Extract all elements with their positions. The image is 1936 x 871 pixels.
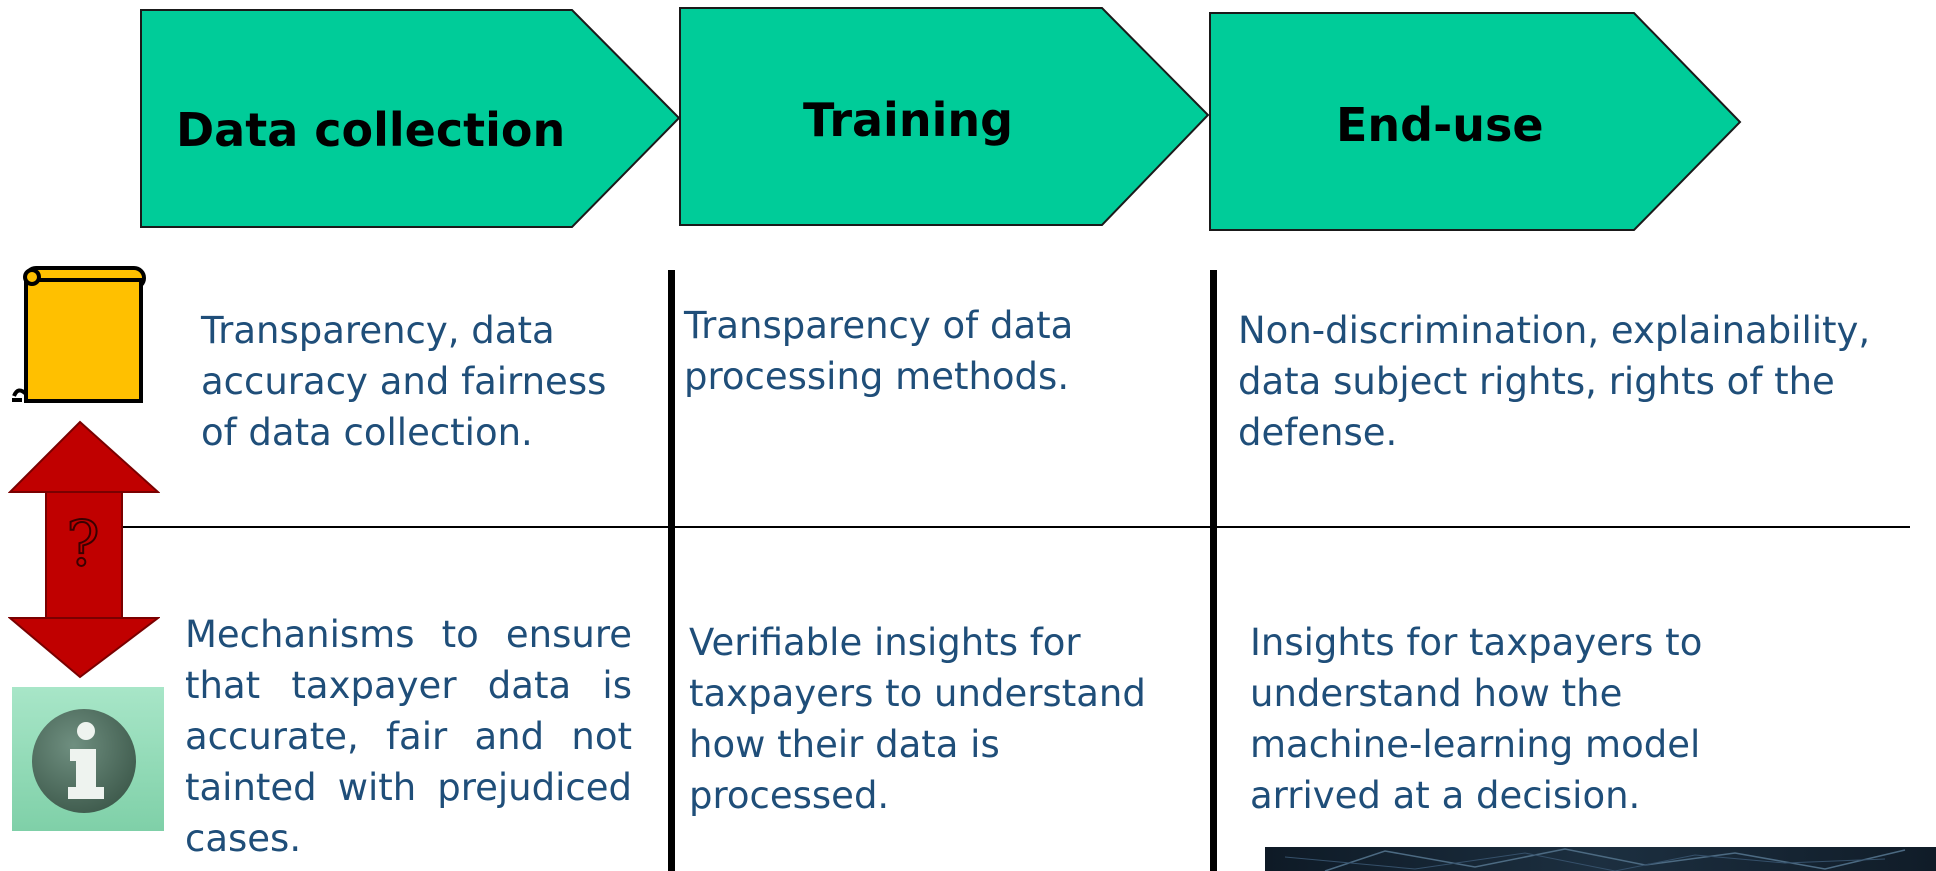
stage-label-data-collection: Data collection	[176, 103, 566, 157]
column-divider-1	[668, 270, 675, 871]
stage-chevrons	[140, 7, 1742, 231]
info-icon	[12, 687, 164, 831]
svg-text:?: ?	[66, 507, 99, 580]
double-arrow-question-icon: ?	[8, 420, 160, 679]
cell-data-collection-top: Transparency, data accuracy and fairness…	[201, 309, 607, 454]
column-divider-2	[1210, 270, 1217, 871]
cell-end-use-top: Non-discrimination, explainability, data…	[1238, 309, 1871, 454]
scroll-icon	[12, 266, 146, 403]
stage-label-training: Training	[803, 93, 1014, 147]
chevron-data-collection	[140, 9, 681, 228]
row-divider	[115, 526, 1910, 528]
cell-data-collection-bottom: Mechanisms to ensure that taxpayer data …	[185, 613, 632, 860]
cell-training-bottom: Verifiable insights for taxpayers to und…	[689, 621, 1146, 817]
network-photo	[1265, 847, 1936, 871]
cell-training-top: Transparency of data processing methods.	[684, 304, 1074, 398]
chevron-end-use	[1209, 12, 1742, 231]
cell-end-use-bottom: Insights for taxpayers to understand how…	[1250, 621, 1703, 817]
stage-label-end-use: End-use	[1336, 98, 1544, 152]
chevron-training	[679, 7, 1210, 226]
